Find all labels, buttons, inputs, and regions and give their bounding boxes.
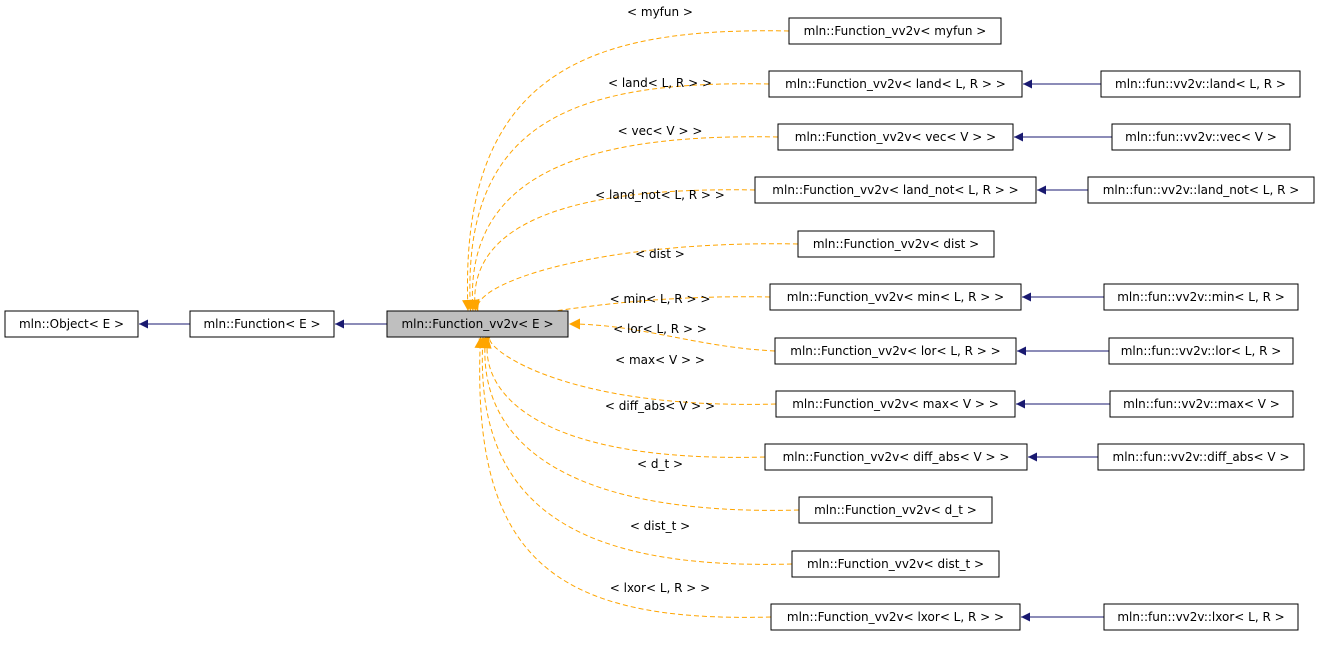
node-instance-max-v[interactable]: mln::Function_vv2v< max< V > >	[775, 390, 1016, 418]
node-derived-land-l-r[interactable]: mln::fun::vv2v::land< L, R >	[1100, 70, 1301, 98]
node-label: mln::Function_vv2v< vec< V > >	[795, 130, 996, 144]
node-derived-vec-v[interactable]: mln::fun::vv2v::vec< V >	[1111, 123, 1291, 151]
node-instance-land-not-l-r[interactable]: mln::Function_vv2v< land_not< L, R > >	[754, 176, 1037, 204]
edge-template-land-not-l-r	[468, 189, 756, 312]
node-function[interactable]: mln::Function< E >	[189, 310, 335, 338]
edge-template-dist-t	[476, 336, 793, 565]
edge-label-d-t: < d_t >	[637, 457, 683, 471]
edge-label-min-l-r: < min< L, R > >	[610, 292, 711, 306]
node-instance-dist[interactable]: mln::Function_vv2v< dist >	[797, 230, 995, 258]
edge-template-myfun	[462, 30, 790, 312]
node-label: mln::Function_vv2v< land< L, R > >	[785, 77, 1006, 91]
node-label: mln::Function_vv2v< dist >	[813, 237, 979, 251]
node-label: mln::Function_vv2v< min< L, R > >	[787, 290, 1004, 304]
node-function-vv2v-focus: mln::Function_vv2v< E >	[386, 310, 569, 338]
node-object[interactable]: mln::Object< E >	[4, 310, 139, 338]
node-label: mln::Function_vv2v< diff_abs< V > >	[783, 450, 1010, 464]
edge-label-land-l-r: < land< L, R > >	[608, 76, 712, 90]
node-instance-lor-l-r[interactable]: mln::Function_vv2v< lor< L, R > >	[774, 337, 1017, 365]
node-label: mln::Function_vv2v< lor< L, R > >	[790, 344, 1000, 358]
svg-text:mln::Function< E >: mln::Function< E >	[203, 317, 320, 331]
edge-label-land-not-l-r: < land_not< L, R > >	[595, 188, 725, 202]
node-label: mln::fun::vv2v::land< L, R >	[1115, 77, 1286, 91]
edge-template-diff-abs-v	[480, 336, 766, 458]
node-derived-lxor-l-r[interactable]: mln::fun::vv2v::lxor< L, R >	[1103, 603, 1299, 631]
node-label: mln::Function_vv2v< d_t >	[814, 503, 977, 517]
node-label: mln::Function_vv2v< land_not< L, R > >	[772, 183, 1018, 197]
edge-template-land-l-r	[464, 83, 770, 312]
node-instance-min-l-r[interactable]: mln::Function_vv2v< min< L, R > >	[769, 283, 1022, 311]
node-label: mln::Function_vv2v< myfun >	[804, 24, 987, 38]
node-derived-lor-l-r[interactable]: mln::fun::vv2v::lor< L, R >	[1108, 337, 1294, 365]
node-derived-land-not-l-r[interactable]: mln::fun::vv2v::land_not< L, R >	[1087, 176, 1315, 204]
edge-template-lxor-l-r	[474, 336, 772, 618]
node-instance-lxor-l-r[interactable]: mln::Function_vv2v< lxor< L, R > >	[770, 603, 1021, 631]
edge-template-vec-v	[466, 136, 779, 312]
node-label: mln::Function_vv2v< max< V > >	[792, 397, 999, 411]
node-derived-max-v[interactable]: mln::fun::vv2v::max< V >	[1109, 390, 1294, 418]
edge-label-myfun: < myfun >	[627, 5, 693, 19]
node-label: mln::fun::vv2v::min< L, R >	[1117, 290, 1285, 304]
node-instance-dist-t[interactable]: mln::Function_vv2v< dist_t >	[791, 550, 1000, 578]
edge-label-diff-abs-v: < diff_abs< V > >	[605, 399, 715, 413]
node-instance-land-l-r[interactable]: mln::Function_vv2v< land< L, R > >	[768, 70, 1023, 98]
node-instance-d-t[interactable]: mln::Function_vv2v< d_t >	[798, 496, 993, 524]
node-label: mln::Function_vv2v< dist_t >	[807, 557, 984, 571]
edge-label-max-v: < max< V > >	[615, 353, 705, 367]
svg-text:mln::Object< E >: mln::Object< E >	[19, 317, 124, 331]
node-label: mln::fun::vv2v::land_not< L, R >	[1103, 183, 1300, 197]
edge-label-vec-v: < vec< V > >	[618, 124, 703, 138]
node-instance-vec-v[interactable]: mln::Function_vv2v< vec< V > >	[777, 123, 1014, 151]
edge-label-dist-t: < dist_t >	[630, 519, 690, 533]
node-instance-diff-abs-v[interactable]: mln::Function_vv2v< diff_abs< V > >	[764, 443, 1028, 471]
edge-label-lxor-l-r: < lxor< L, R > >	[610, 581, 710, 595]
node-label: mln::fun::vv2v::max< V >	[1123, 397, 1280, 411]
svg-text:mln::Function_vv2v< E >: mln::Function_vv2v< E >	[401, 317, 553, 331]
edge-template-dist	[469, 243, 799, 312]
node-derived-diff-abs-v[interactable]: mln::fun::vv2v::diff_abs< V >	[1097, 443, 1305, 471]
edge-template-d-t	[479, 336, 800, 511]
edge-label-dist: < dist >	[635, 247, 685, 261]
node-label: mln::fun::vv2v::lxor< L, R >	[1117, 610, 1284, 624]
edge-label-lor-l-r: < lor< L, R > >	[613, 322, 707, 336]
edge-template-lor-l-r	[568, 318, 776, 352]
node-label: mln::fun::vv2v::vec< V >	[1125, 130, 1277, 144]
node-label: mln::Function_vv2v< lxor< L, R > >	[787, 610, 1004, 624]
node-instance-myfun[interactable]: mln::Function_vv2v< myfun >	[788, 17, 1002, 45]
node-label: mln::fun::vv2v::lor< L, R >	[1121, 344, 1282, 358]
node-derived-min-l-r[interactable]: mln::fun::vv2v::min< L, R >	[1103, 283, 1299, 311]
node-label: mln::fun::vv2v::diff_abs< V >	[1113, 450, 1290, 464]
